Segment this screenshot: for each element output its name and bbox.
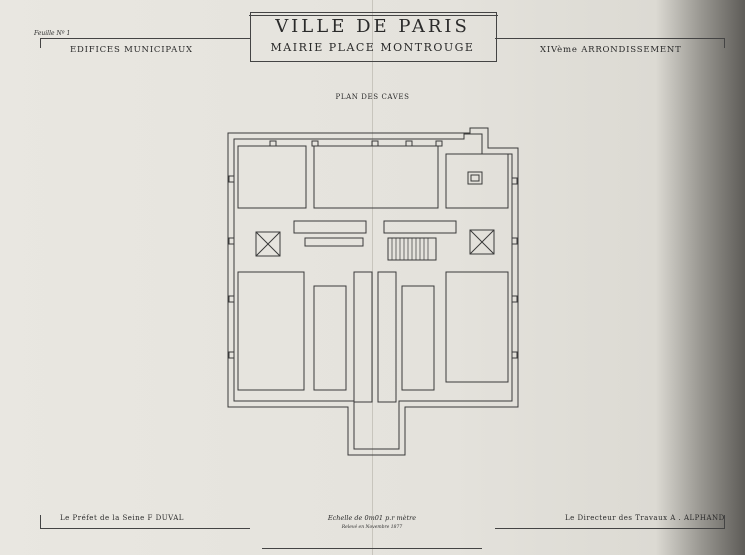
header-rule-right <box>495 38 725 39</box>
shaft-top-right <box>467 171 483 185</box>
survey-date: Relevé en Novembre 1877 <box>341 525 403 530</box>
central-pier-left <box>353 271 373 403</box>
left-heading: EDIFICES MUNICIPAUX <box>70 45 193 55</box>
page-subtitle: MAIRIE PLACE MONTROUGE <box>270 41 475 54</box>
header-rule-left <box>40 38 250 39</box>
central-pier-right <box>377 271 397 403</box>
light-well-left <box>255 231 281 257</box>
right-heading: XIVème ARRONDISSEMENT <box>540 45 682 55</box>
corridor-left <box>293 220 367 234</box>
plan-title: PLAN DES CAVES <box>335 93 410 101</box>
room-top-middle <box>313 145 439 209</box>
outer-wall <box>227 127 519 456</box>
staircase-steps <box>391 238 429 260</box>
footer-tick-left <box>40 515 41 528</box>
footer-tick-right <box>724 515 725 528</box>
header-tick-right <box>724 38 725 48</box>
title-cartouche <box>249 12 498 62</box>
footer-rule-right <box>495 528 725 529</box>
shaft-top-right-inner <box>470 174 480 182</box>
room-bottom-center-right <box>401 285 435 391</box>
page-title: VILLE DE PARIS <box>275 16 470 37</box>
footer-rule-left <box>40 528 250 529</box>
room-bottom-center-left <box>313 285 347 391</box>
inner-wall-line <box>233 133 513 450</box>
room-bottom-right <box>445 271 509 383</box>
room-bottom-left <box>237 271 305 391</box>
room-top-right <box>445 153 509 209</box>
light-well-right <box>469 229 495 255</box>
footer-cartouche <box>262 510 482 549</box>
header-tick-left <box>40 38 41 48</box>
scale-label: Echelle de 0m01 p.r mètre <box>327 514 417 522</box>
room-top-left <box>237 145 307 209</box>
sheet-number: Feuille Nº 1 <box>34 30 71 37</box>
corridor-left-2 <box>304 237 364 247</box>
director-signature: Le Directeur des Travaux A . ALPHAND <box>565 514 725 522</box>
prefect-signature: Le Préfet de la Seine F DUVAL <box>60 514 184 522</box>
corridor-right <box>383 220 457 234</box>
